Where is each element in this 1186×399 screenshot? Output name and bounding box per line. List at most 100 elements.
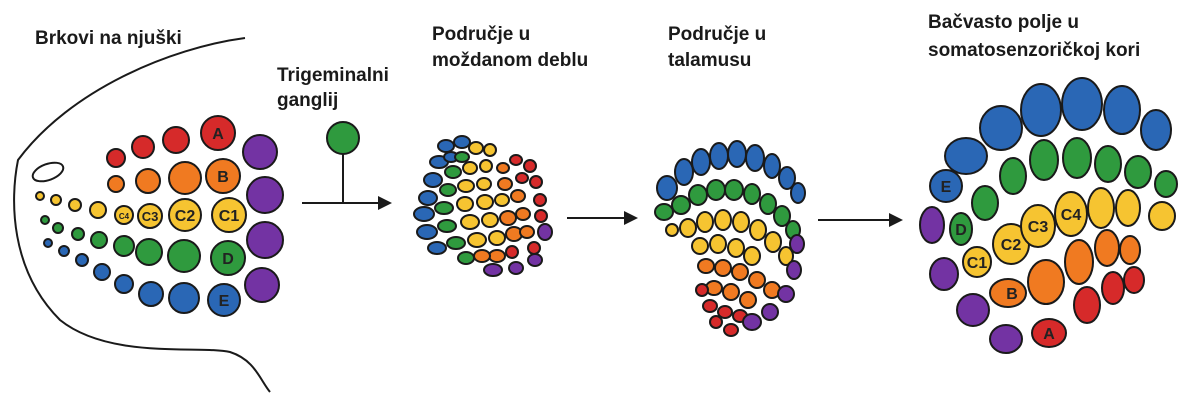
cortex-label-d: D	[955, 222, 967, 239]
barrel	[999, 157, 1027, 195]
brainstem-cell	[454, 151, 470, 163]
whisker-dot	[210, 240, 246, 276]
brainstem-cell	[533, 193, 547, 207]
brainstem-cell	[427, 241, 447, 255]
brainstem-cell	[497, 177, 513, 191]
brainstem-cell	[460, 214, 480, 230]
whisker-dot	[50, 194, 62, 206]
thalamus-cell	[790, 182, 806, 204]
whisker-dot	[106, 148, 126, 168]
barrel	[1087, 187, 1115, 229]
whisker-dot	[200, 115, 236, 151]
cortex-title-line2: somatosenzoričkoj kori	[928, 40, 1140, 61]
arrow-3	[818, 213, 903, 227]
whisker-dot	[131, 135, 155, 159]
barrel	[1061, 77, 1103, 131]
thalamus-cell	[763, 153, 781, 179]
brainstem-title-line2: moždanom deblu	[432, 50, 588, 71]
barrel	[919, 206, 945, 244]
snout-label-e: E	[219, 293, 230, 310]
whisker-dot	[244, 267, 280, 303]
thalamus-cell	[724, 179, 744, 201]
thalamus-cell	[789, 234, 805, 254]
whisker-dot	[90, 231, 108, 249]
thalamus-cell	[656, 175, 678, 201]
cortex-label-e: E	[941, 179, 952, 196]
barrel	[956, 293, 990, 327]
brainstem-cell	[416, 224, 438, 240]
snout-label-c4: C4	[119, 212, 130, 221]
barrel	[1115, 189, 1141, 227]
thalamus-title-line2: talamusu	[668, 50, 751, 71]
thalamus-cell	[709, 234, 727, 254]
thalamus-cell	[691, 237, 709, 255]
cortex-label-c2: C2	[1001, 237, 1022, 254]
whisker-dot	[211, 197, 247, 233]
barrel	[944, 137, 988, 175]
thalamus-cell	[727, 140, 747, 168]
brainstem-cell	[515, 172, 529, 184]
thalamus-cell	[749, 219, 767, 241]
brainstem-cell	[527, 253, 543, 267]
thalamus-cell	[743, 246, 761, 266]
barrel-c4	[1054, 191, 1088, 237]
brainstem-cell	[468, 141, 484, 155]
whisker-dot	[168, 198, 202, 232]
trigeminal-ganglion	[302, 121, 392, 210]
barrel	[1148, 201, 1176, 231]
whisker-dot	[242, 134, 278, 170]
brainstem-cluster	[413, 135, 553, 277]
thalamus-title-line1: Područje u	[668, 24, 766, 45]
cortex-label-c3: C3	[1028, 219, 1049, 236]
barrel	[1124, 155, 1152, 189]
arrow-1-head	[378, 196, 392, 210]
thalamus-cell	[695, 283, 709, 297]
brainstem-cell	[519, 225, 535, 239]
thalamus-cell	[727, 238, 745, 258]
cortex-label-c4: C4	[1061, 207, 1082, 224]
whisker-dot	[162, 126, 190, 154]
barrel	[971, 185, 999, 221]
whisker-dot	[93, 263, 111, 281]
brainstem-cell	[488, 249, 506, 263]
barrel-c3	[1020, 204, 1056, 248]
barrel	[1123, 266, 1145, 294]
thalamus-cell	[702, 299, 718, 313]
thalamus-cell	[778, 166, 796, 190]
whisker-dot	[168, 161, 202, 195]
brainstem-cell	[496, 162, 510, 174]
whisker-dot	[135, 238, 163, 266]
brainstem-cell	[437, 219, 457, 233]
snout-title: Brkovi na njuški	[35, 28, 182, 49]
brainstem-cell	[434, 201, 454, 215]
thalamus-cell	[706, 179, 726, 201]
barrel	[1101, 271, 1125, 305]
barrel-d	[949, 212, 973, 246]
thalamus-cell	[709, 315, 723, 329]
thalamus-cell	[743, 183, 761, 205]
whisker-dot	[137, 203, 163, 229]
snout-outline	[13, 37, 271, 393]
barrel	[929, 257, 959, 291]
brainstem-cell	[457, 251, 475, 265]
brainstem-cell	[481, 212, 499, 228]
thalamus-cell	[717, 305, 733, 319]
whisker-dot	[40, 215, 50, 225]
thalamus-cell	[764, 231, 782, 253]
thalamus-cell	[709, 142, 729, 170]
brainstem-cell	[476, 194, 494, 210]
brainstem-cell	[523, 159, 537, 173]
snout-label-d: D	[222, 251, 234, 268]
brainstem-cell	[483, 263, 503, 277]
barrel	[1020, 83, 1062, 137]
brainstem-cell	[534, 209, 548, 223]
brainstem-cell	[476, 177, 492, 191]
thalamus-cell	[671, 195, 691, 215]
ganglion-title-line2: ganglij	[277, 90, 338, 111]
whisker-dot	[168, 282, 200, 314]
thalamus-cell	[777, 285, 795, 303]
thalamus-cell	[778, 246, 794, 266]
cortex-barrel-field	[919, 77, 1178, 354]
arrow-2-head	[624, 211, 638, 225]
